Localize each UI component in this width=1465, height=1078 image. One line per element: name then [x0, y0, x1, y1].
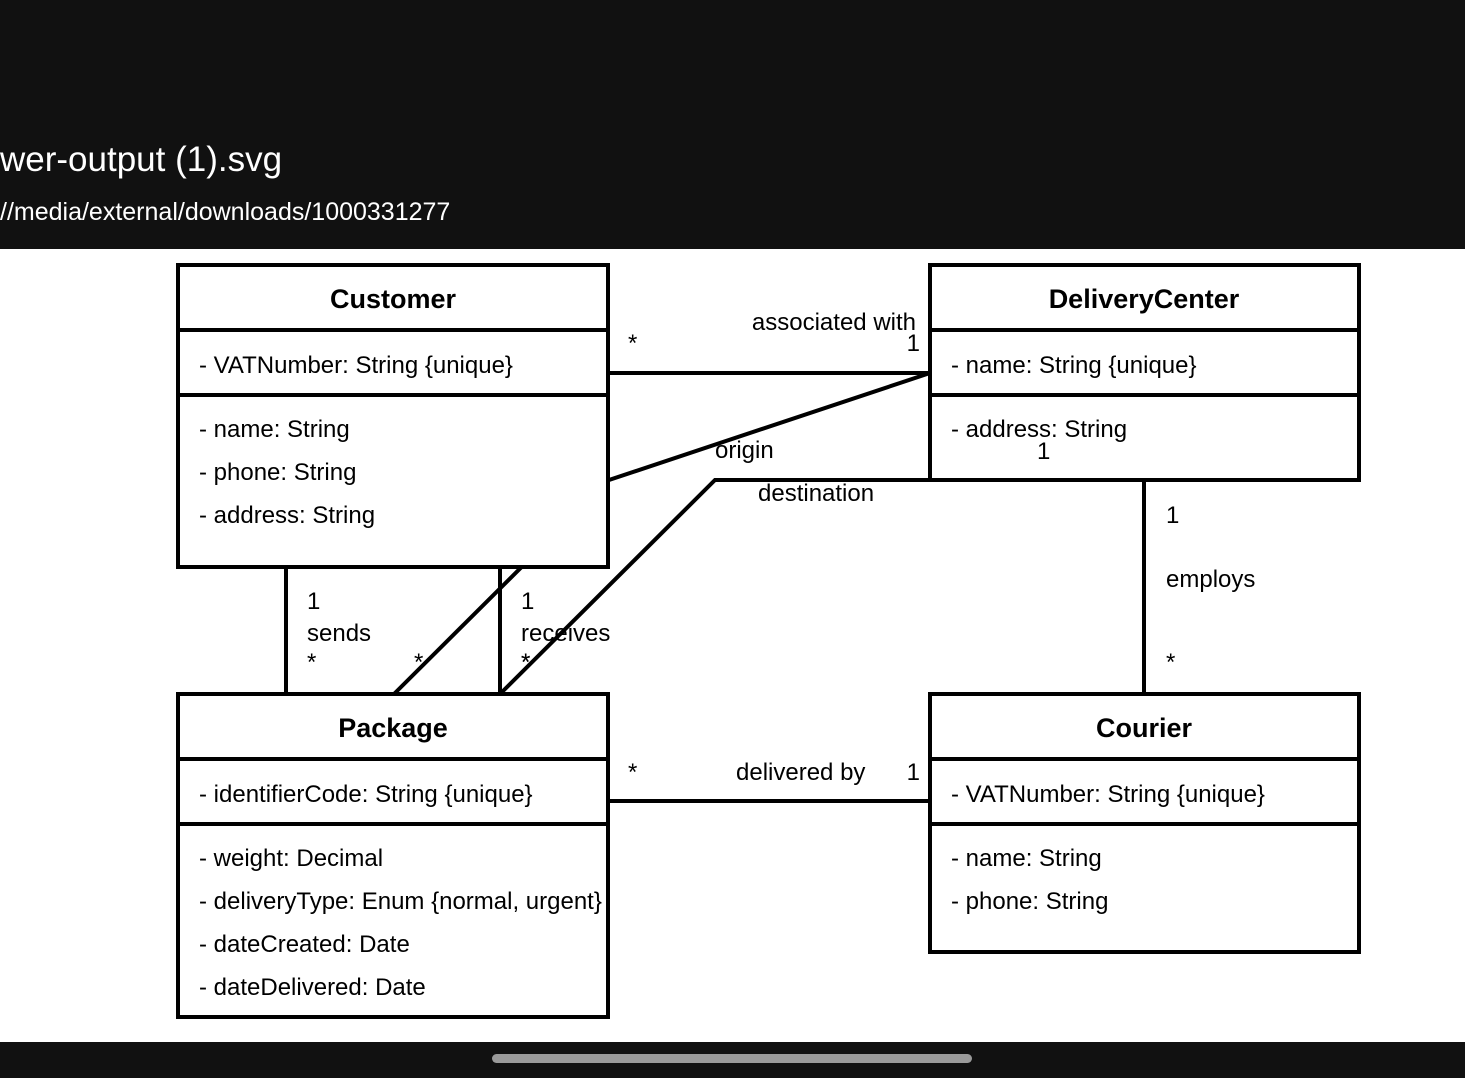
- diagram-svg: Customer - VATNumber: String {unique} - …: [176, 263, 1361, 1019]
- mult-receives-target: *: [521, 649, 530, 676]
- package-attribute-date-created: - dateCreated: Date: [199, 931, 410, 958]
- mult-receives-source: 1: [521, 588, 534, 615]
- class-package: Package - identifierCode: String {unique…: [176, 692, 610, 1019]
- label-receives: receives: [521, 620, 610, 647]
- mult-associated-with-target: 1: [907, 330, 920, 357]
- label-origin: origin: [715, 437, 774, 464]
- viewer-top-bar: wer-output (1).svg //media/external/down…: [0, 0, 1465, 249]
- customer-identity-attribute: - VATNumber: String {unique}: [199, 352, 513, 379]
- class-courier: Courier - VATNumber: String {unique} - n…: [928, 692, 1361, 954]
- mult-sends-source: 1: [307, 588, 320, 615]
- mult-destination-target: *: [521, 649, 530, 676]
- mult-employs-target: *: [1166, 649, 1175, 676]
- mult-delivered-by-source: *: [628, 759, 637, 786]
- package-attribute-date-delivered: - dateDelivered: Date: [199, 974, 426, 1001]
- class-customer: Customer - VATNumber: String {unique} - …: [176, 263, 610, 569]
- label-associated-with: associated with: [752, 309, 916, 336]
- file-title: wer-output (1).svg: [0, 140, 283, 179]
- courier-attribute-name: - name: String: [951, 845, 1102, 872]
- mult-associated-with-source: *: [628, 330, 637, 357]
- class-name-courier: Courier: [1096, 713, 1193, 743]
- class-delivery-center: DeliveryCenter - name: String {unique} -…: [928, 263, 1361, 482]
- mult-destination-source: 1: [1037, 438, 1050, 465]
- label-delivered-by: delivered by: [736, 759, 865, 786]
- customer-attribute-phone: - phone: String: [199, 459, 356, 486]
- label-sends: sends: [307, 620, 371, 647]
- package-identity-attribute: - identifierCode: String {unique}: [199, 781, 533, 808]
- uml-class-diagram: Customer - VATNumber: String {unique} - …: [0, 249, 1465, 1042]
- delivery-center-attribute-address: - address: String: [951, 416, 1127, 443]
- mult-delivered-by-target: 1: [907, 759, 920, 786]
- mult-employs-source: 1: [1166, 502, 1179, 529]
- navigation-bar: [0, 1042, 1465, 1078]
- file-path: //media/external/downloads/1000331277: [0, 198, 451, 226]
- mult-origin-target: *: [414, 649, 423, 676]
- class-name-delivery-center: DeliveryCenter: [1049, 284, 1240, 314]
- delivery-center-identity-attribute: - name: String {unique}: [951, 352, 1197, 379]
- customer-attribute-name: - name: String: [199, 416, 350, 443]
- home-gesture-handle[interactable]: [492, 1054, 972, 1063]
- package-attribute-delivery-type: - deliveryType: Enum {normal, urgent}: [199, 888, 602, 915]
- courier-attribute-phone: - phone: String: [951, 888, 1108, 915]
- class-name-package: Package: [338, 713, 448, 743]
- mult-sends-target: *: [307, 649, 316, 676]
- customer-attribute-address: - address: String: [199, 502, 375, 529]
- association-destination-line: [498, 478, 930, 696]
- package-attribute-weight: - weight: Decimal: [199, 845, 383, 872]
- label-destination: destination: [758, 480, 874, 507]
- courier-identity-attribute: - VATNumber: String {unique}: [951, 781, 1265, 808]
- class-name-customer: Customer: [330, 284, 457, 314]
- label-employs: employs: [1166, 566, 1255, 593]
